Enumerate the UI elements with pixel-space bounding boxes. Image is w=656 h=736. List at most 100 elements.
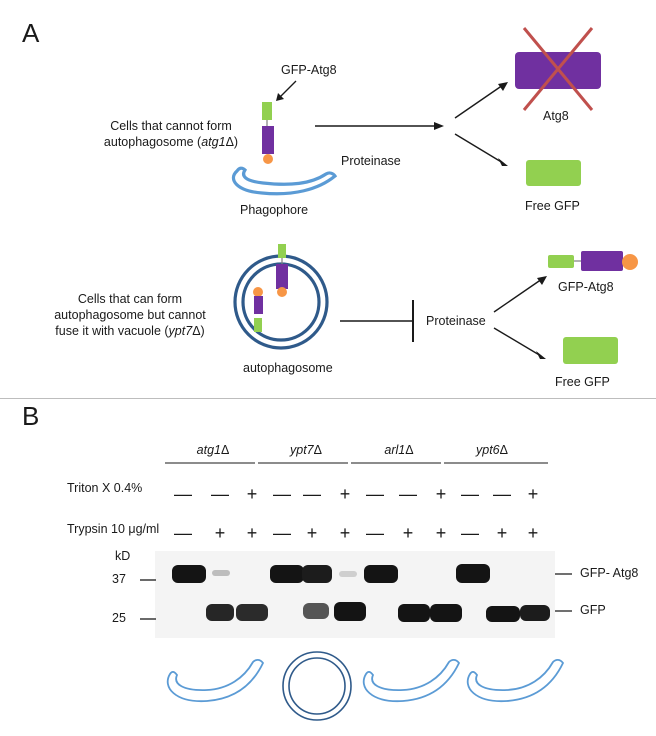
triton-sign: — xyxy=(399,484,417,504)
autophagosome-label: autophagosome xyxy=(243,361,333,375)
phagophore-shape xyxy=(466,658,565,702)
gfp-product-gfp xyxy=(548,255,574,268)
trypsin-sign: + xyxy=(402,523,414,543)
trypsin-sign: + xyxy=(306,523,318,543)
triton-sign: — xyxy=(174,484,192,504)
autophagosome-shape-outer xyxy=(282,651,352,721)
tag-dot-top xyxy=(263,154,273,164)
band-gfp-atg8-label: GFP- Atg8 xyxy=(580,566,639,580)
gfp-block-top xyxy=(262,102,272,120)
panel-b-graphics xyxy=(140,462,572,721)
panel-a: A xyxy=(0,18,656,399)
band-gfp-atg8 xyxy=(212,570,230,576)
band-gfp-atg8 xyxy=(364,565,398,583)
band-gfp-atg8 xyxy=(172,565,206,583)
trypsin-sign: — xyxy=(273,523,291,543)
band-gfp xyxy=(520,605,550,621)
band-gfp xyxy=(236,604,268,621)
triton-sign: + xyxy=(435,484,447,504)
trypsin-sign: + xyxy=(339,523,351,543)
triton-sign: — xyxy=(303,484,321,504)
pointer-arrow xyxy=(278,80,297,99)
atg8-block-inner xyxy=(254,296,263,314)
free-gfp-block-bottom xyxy=(563,337,618,364)
arrowhead-free-gfp-bottom xyxy=(536,351,546,359)
proteinase-bottom-label: Proteinase xyxy=(426,314,486,328)
autophagosome-shape-inner xyxy=(288,657,346,715)
arrow-to-free-gfp-top xyxy=(454,133,504,164)
cells-no-autophagosome-label: Cells that cannot form autophagosome (at… xyxy=(103,119,239,149)
phagophore-label: Phagophore xyxy=(240,203,309,217)
main-arrowhead xyxy=(434,122,444,130)
band-gfp-label: GFP xyxy=(580,603,606,617)
trypsin-label: Trypsin 10 μg/ml xyxy=(67,522,160,536)
atg8-block-top xyxy=(262,126,274,154)
triton-sign: + xyxy=(339,484,351,504)
gfp-block-outer xyxy=(278,244,286,258)
strain-atg1-header: atg1Δ xyxy=(196,443,230,457)
atg8-block-outer xyxy=(276,264,288,289)
kd-label: kD xyxy=(115,549,131,563)
arrow-to-gfp-atg8 xyxy=(493,278,543,313)
band-gfp xyxy=(334,602,366,621)
panel-b-letter: B xyxy=(22,401,40,431)
band-gfp xyxy=(486,606,520,622)
tag-dot-outer xyxy=(277,287,287,297)
triton-sign: — xyxy=(366,484,384,504)
arrow-to-free-gfp-bottom xyxy=(493,327,542,357)
marker-25-label: 25 xyxy=(112,611,126,625)
trypsin-sign: — xyxy=(461,523,479,543)
trypsin-sign: + xyxy=(214,523,226,543)
band-gfp-atg8 xyxy=(456,564,490,583)
phagophore-shape xyxy=(166,658,265,702)
panel-a-letter: A xyxy=(22,18,40,48)
panel-b: B atg1Δ ypt7Δ arl1Δ ypt6Δ xyxy=(0,399,656,736)
arrowhead-atg8 xyxy=(498,82,508,91)
atg8-label: Atg8 xyxy=(543,109,569,123)
tag-dot-inner xyxy=(253,287,263,297)
gfp-atg8-label: GFP-Atg8 xyxy=(281,63,337,77)
strain-ypt6-header: ypt6Δ xyxy=(476,443,508,457)
phagophore-shape xyxy=(362,658,461,702)
free-gfp-bottom-label: Free GFP xyxy=(555,375,610,389)
free-gfp-top-label: Free GFP xyxy=(525,199,580,213)
strain-ypt7-header: ypt7Δ xyxy=(290,443,322,457)
gfp-block-inner xyxy=(254,318,262,332)
cells-no-fusion-label: Cells that can form autophagosome but ca… xyxy=(54,292,206,338)
gfp-atg8-product-label: GFP-Atg8 xyxy=(558,280,614,294)
band-gfp xyxy=(398,604,430,622)
gfp-product-atg8 xyxy=(581,251,623,271)
trypsin-sign: — xyxy=(366,523,384,543)
proteinase-top-label: Proteinase xyxy=(341,154,401,168)
arrow-to-atg8 xyxy=(454,84,504,119)
pointer-arrowhead xyxy=(276,93,284,101)
trypsin-sign: + xyxy=(527,523,539,543)
triton-sign: + xyxy=(246,484,258,504)
triton-sign: — xyxy=(461,484,479,504)
arrowhead-gfp-atg8 xyxy=(537,276,547,285)
trypsin-sign: + xyxy=(435,523,447,543)
triton-sign: + xyxy=(527,484,539,504)
gfp-product-tag xyxy=(622,254,638,270)
triton-sign: — xyxy=(493,484,511,504)
phagophore-shape xyxy=(231,166,338,196)
band-gfp xyxy=(303,603,329,619)
trypsin-sign: — xyxy=(174,523,192,543)
triton-sign: — xyxy=(211,484,229,504)
band-gfp-atg8 xyxy=(302,565,332,583)
cross-line-2 xyxy=(522,27,594,111)
arrowhead-free-gfp-top xyxy=(498,158,508,166)
band-gfp-atg8 xyxy=(270,565,304,583)
trypsin-sign: + xyxy=(496,523,508,543)
band-gfp xyxy=(430,604,462,622)
strain-arl1-header: arl1Δ xyxy=(384,443,414,457)
triton-label: Triton X 0.4% xyxy=(67,481,143,495)
free-gfp-block-top xyxy=(526,160,581,186)
band-gfp-atg8 xyxy=(339,571,357,577)
band-gfp xyxy=(206,604,234,621)
marker-37-label: 37 xyxy=(112,572,126,586)
triton-sign: — xyxy=(273,484,291,504)
western-blot xyxy=(155,551,555,638)
panel-a-diagram xyxy=(231,27,638,364)
trypsin-sign: + xyxy=(246,523,258,543)
